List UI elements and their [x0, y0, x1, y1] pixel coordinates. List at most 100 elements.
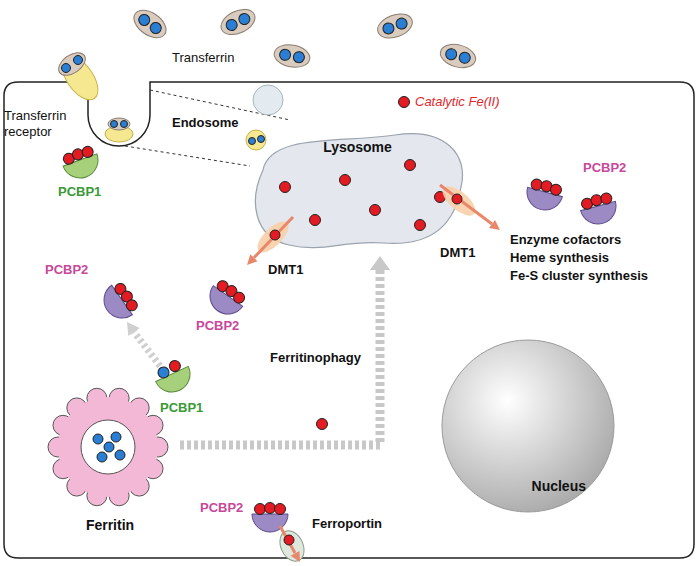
- fe2-ion: [310, 215, 321, 226]
- annotation-label: Endosome: [172, 115, 238, 131]
- illustration-part: [265, 503, 276, 514]
- illustration-part: [108, 118, 130, 130]
- illustration-part: [217, 4, 259, 39]
- illustration-part: [62, 64, 71, 73]
- illustration-part: [168, 359, 183, 374]
- annotation-label: Heme synthesis: [510, 250, 609, 266]
- ferritin-outline: [40, 385, 180, 535]
- cell-membrane: [4, 82, 694, 558]
- dmt1-channel: [252, 216, 293, 257]
- illustration-part: [55, 48, 90, 80]
- fe2-ion: [270, 230, 280, 240]
- illustration-part: [203, 276, 249, 321]
- annotation-label: DMT1: [268, 262, 303, 278]
- connector-group: [180, 256, 390, 445]
- ferritin-shape: Ferritin: [40, 385, 180, 535]
- illustration-part: [279, 48, 292, 61]
- annotation-label: PCBP1: [160, 400, 203, 416]
- annotation-label: Enzyme cofactors: [510, 232, 621, 248]
- node-label: Lysosome: [323, 139, 392, 155]
- annotation-label: PCBP2: [196, 318, 239, 334]
- illustration-part: [246, 130, 266, 150]
- fe2-ion: [370, 205, 381, 216]
- fe2-ion: [405, 160, 416, 171]
- illustration-part: [81, 145, 95, 159]
- illustration-part: [252, 503, 288, 533]
- illustration-part: [272, 42, 311, 70]
- illustration-part: [249, 138, 256, 145]
- ferroportin: [275, 526, 308, 565]
- lysosome-shape: Lysosome: [245, 125, 470, 256]
- illustration-part: [272, 42, 311, 70]
- fe2-ion: [340, 175, 351, 186]
- illustration-part: [374, 10, 415, 43]
- illustration-part: [600, 192, 613, 205]
- illustration-part: [74, 56, 83, 65]
- illustration-part: [458, 51, 471, 64]
- ferritin-shell: [58, 397, 158, 497]
- illustration-part: [48, 388, 168, 505]
- arrow-head: [370, 256, 390, 270]
- connector-label: Ferritinophagy: [268, 350, 363, 366]
- annotation-label: PCBP2: [583, 160, 626, 176]
- illustration-part: [523, 176, 565, 214]
- illustration-part: [549, 183, 562, 196]
- fe3-ion: [111, 432, 121, 442]
- nucleus-shape: Nucleus: [440, 338, 616, 514]
- illustration-part: [124, 298, 139, 313]
- illustration-part: [134, 332, 160, 366]
- illustration-part: [55, 50, 105, 106]
- illustration-part: [293, 51, 306, 64]
- annotation-label: PCBP2: [200, 500, 243, 516]
- iron-transfer-arrow: [127, 322, 160, 366]
- annotation-label: Fe-S cluster synthesis: [510, 268, 648, 284]
- illustration-part: [275, 504, 286, 515]
- illustration-part: [231, 290, 246, 305]
- fe2-ion: [452, 194, 462, 204]
- illustration-part: [129, 5, 171, 44]
- nucleus-envelope: [442, 340, 614, 512]
- illustration-part: [151, 356, 196, 398]
- illustration-part: [127, 322, 140, 336]
- annotation-label: Transferrin receptor: [4, 108, 76, 140]
- illustration-part: [438, 41, 478, 72]
- illustration-part: [258, 136, 265, 143]
- nucleus-outline: [440, 338, 616, 514]
- illustration-part: [237, 12, 252, 27]
- illustration-part: [59, 143, 103, 183]
- illustration-part: [148, 20, 163, 35]
- illustration-part: [97, 279, 142, 325]
- annotation-label: Transferrin: [172, 50, 234, 66]
- annotation-label: Ferroportin: [312, 516, 382, 532]
- illustration-part: [121, 121, 128, 128]
- illustration-part: [224, 18, 239, 33]
- node-label: Ferritin: [86, 517, 134, 533]
- illustration-part: [129, 5, 171, 44]
- illustration-part: [111, 121, 118, 128]
- illustration-part: [255, 504, 266, 515]
- illustration-part: [578, 190, 620, 228]
- fe3-ion: [93, 434, 103, 444]
- illustration-part: [374, 10, 415, 43]
- illustration-part: [247, 134, 500, 265]
- fe3-ion: [104, 442, 114, 452]
- endocytosis-path: [125, 85, 290, 166]
- annotation-label: Catalytic Fe(II): [415, 94, 500, 110]
- fe3-ion: [97, 452, 107, 462]
- node-label: Nucleus: [532, 478, 586, 494]
- illustration-part: [395, 17, 409, 31]
- fe2-ion: [415, 220, 426, 231]
- illustration-part: [156, 365, 171, 380]
- illustration-part: [291, 551, 300, 562]
- annotation-label: PCBP2: [45, 262, 88, 278]
- illustration-part: [125, 146, 250, 166]
- illustration-part: [253, 85, 283, 115]
- transferrin-receptor: [55, 48, 133, 142]
- dmt1-arrow: [254, 217, 293, 258]
- illustration-part: [317, 419, 328, 430]
- transferrin: [129, 4, 478, 71]
- ferritinophagy-connector: [180, 270, 380, 445]
- illustration-part: [445, 47, 458, 60]
- illustration-part: [137, 12, 152, 27]
